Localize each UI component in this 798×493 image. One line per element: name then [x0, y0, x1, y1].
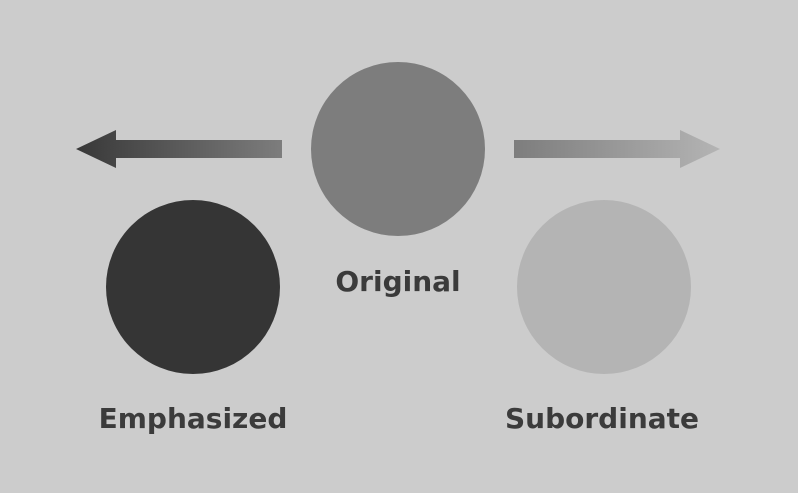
- emphasized-label: Emphasized: [98, 402, 288, 435]
- emphasized-circle: [106, 200, 280, 374]
- original-circle: [311, 62, 485, 236]
- subordinate-label: Subordinate: [504, 402, 700, 435]
- original-label: Original: [335, 265, 461, 298]
- arrow-left-icon: [76, 130, 282, 168]
- subordinate-circle: [517, 200, 691, 374]
- arrow-right-icon: [514, 130, 720, 168]
